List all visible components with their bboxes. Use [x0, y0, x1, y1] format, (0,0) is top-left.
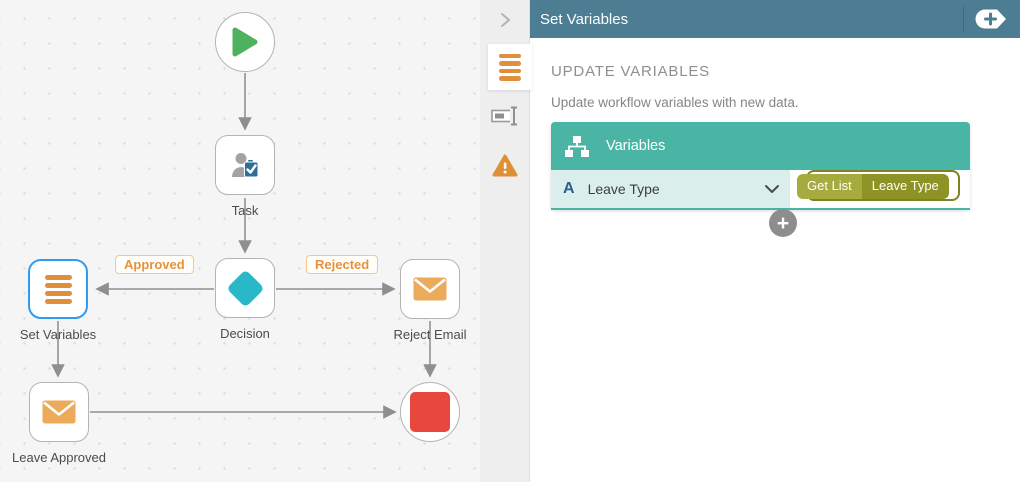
panel-title: Set Variables	[540, 10, 629, 28]
rename-icon	[491, 106, 517, 126]
add-tag-icon	[975, 9, 1006, 29]
tab-warnings[interactable]	[480, 142, 530, 190]
variable-selector[interactable]: A Leave Type	[551, 170, 790, 208]
edge-label-rejected: Rejected	[306, 255, 379, 274]
add-variable-button[interactable]: +	[769, 209, 797, 237]
chevron-right-icon	[501, 13, 510, 27]
set-variables-node[interactable]	[28, 259, 88, 319]
end-node[interactable]	[400, 382, 460, 442]
set-variables-node-label: Set Variables	[19, 327, 97, 342]
set-variables-icon	[44, 274, 72, 304]
variables-hierarchy-icon	[565, 135, 589, 157]
variables-card-title: Variables	[606, 138, 666, 154]
leave-approved-node[interactable]	[29, 382, 89, 442]
email-icon	[42, 400, 76, 424]
decision-node-label: Decision	[220, 326, 270, 341]
tag-leave-type[interactable]: Leave Type	[861, 174, 949, 199]
properties-panel: Set Variables UPDATE VARIABLES Update wo…	[530, 0, 1020, 482]
leave-approved-node-label: Leave Approved	[12, 450, 106, 465]
tag-get-list[interactable]: Get List	[797, 174, 862, 199]
variables-card-header[interactable]: Variables	[551, 122, 970, 170]
task-node[interactable]	[215, 135, 275, 195]
variables-card: Variables A Leave Type Get List Leave Ty…	[551, 122, 970, 210]
workflow-edges	[51, 73, 437, 419]
reject-email-node[interactable]	[400, 259, 460, 319]
add-step-button[interactable]	[972, 8, 1010, 30]
header-divider	[963, 6, 964, 32]
tab-rename[interactable]	[480, 92, 530, 140]
warning-icon	[492, 154, 518, 177]
decision-diamond-icon	[225, 268, 265, 308]
edge-label-approved: Approved	[115, 255, 194, 274]
task-node-label: Task	[231, 203, 259, 218]
variable-name: Leave Type	[587, 181, 660, 197]
panel-tab-strip	[480, 0, 532, 482]
chevron-down-icon	[765, 185, 779, 193]
collapse-panel-button[interactable]	[480, 0, 530, 40]
section-title: UPDATE VARIABLES	[551, 63, 710, 80]
text-type-icon: A	[563, 180, 575, 197]
play-icon	[232, 27, 258, 57]
panel-header: Set Variables	[530, 0, 1020, 38]
start-node[interactable]	[215, 12, 275, 72]
tab-set-variables[interactable]	[488, 44, 532, 90]
section-description: Update workflow variables with new data.	[551, 95, 799, 110]
workflow-canvas[interactable]: Task Decision Set Variables Reject Email…	[0, 0, 481, 482]
email-icon	[413, 277, 447, 301]
decision-node[interactable]	[215, 258, 275, 318]
value-tag-stack[interactable]: Get List Leave Type	[797, 170, 960, 201]
variable-row: A Leave Type Get List Leave Type	[551, 170, 970, 210]
task-user-clipboard-icon	[232, 153, 259, 178]
reject-email-node-label: Reject Email	[393, 327, 467, 342]
set-variables-tab-icon	[499, 53, 521, 81]
stop-icon	[410, 392, 450, 432]
